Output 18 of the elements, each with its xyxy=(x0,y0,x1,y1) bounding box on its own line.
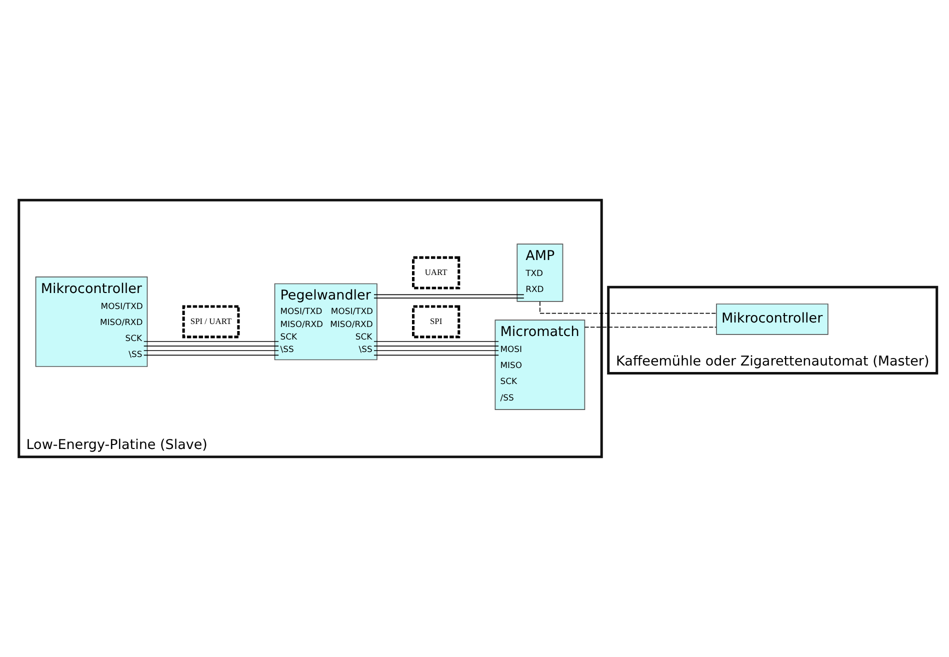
connector xyxy=(374,354,499,356)
connector xyxy=(374,298,524,299)
connector xyxy=(374,341,499,342)
node-box: SPI / UART xyxy=(182,305,240,338)
node-box: Pegelwandler MOSI/TXD MOSI/TXD MISO/RXD MISO/RXD SCK SCK \SS \SS xyxy=(274,283,378,360)
connector xyxy=(584,326,717,328)
node-box: SPI xyxy=(412,305,460,338)
connector xyxy=(540,301,717,314)
connector xyxy=(143,354,279,356)
node-box: AMP TXD RXD xyxy=(516,244,564,302)
node-box: UART xyxy=(412,256,460,290)
node-box: Micromatch MOSI MISO SCK /SS xyxy=(494,320,586,410)
connector xyxy=(143,350,279,352)
connector xyxy=(143,341,279,342)
connector xyxy=(374,294,524,296)
connector xyxy=(374,350,499,352)
node-box: Mikrocontroller xyxy=(716,304,828,335)
node-box: Mikrocontroller MOSI/TXD MISO/RXD SCK \SS xyxy=(35,276,148,367)
